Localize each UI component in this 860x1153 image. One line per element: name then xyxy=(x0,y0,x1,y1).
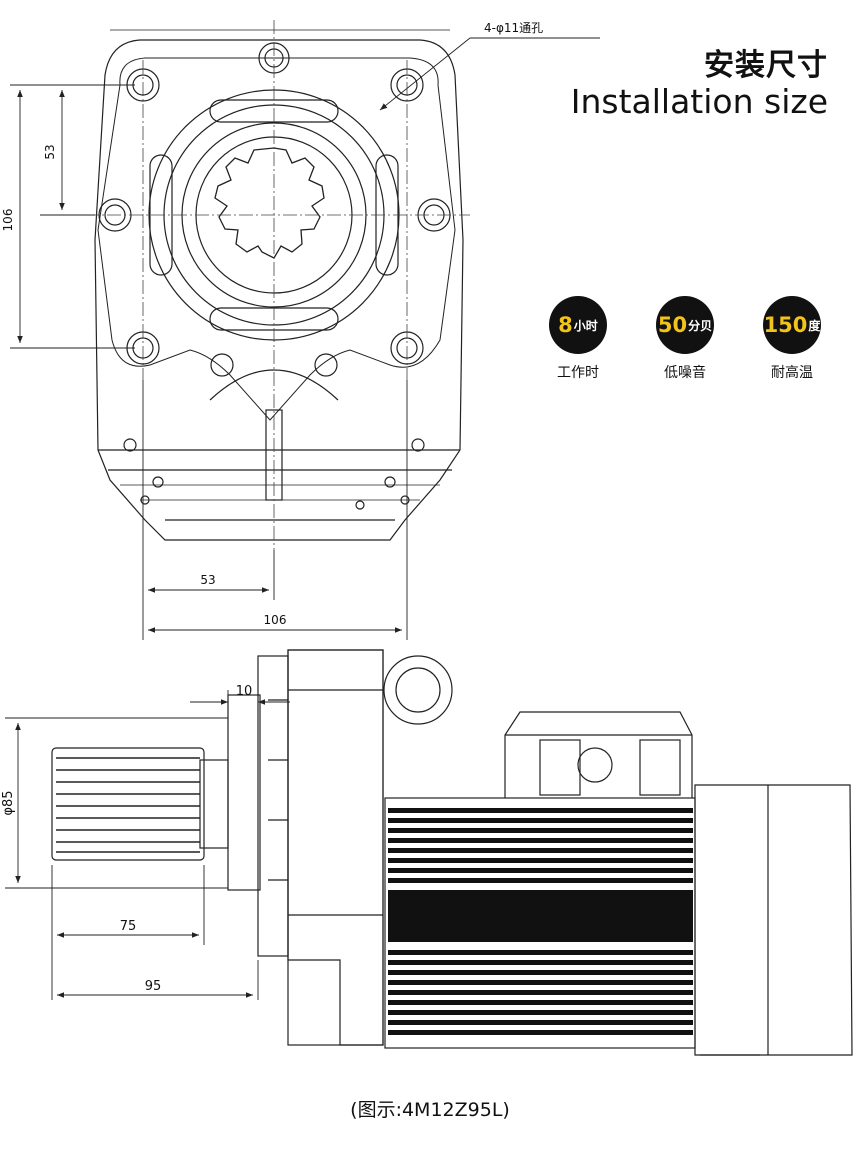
feature-label: 耐高温 xyxy=(771,365,813,381)
dim-front-vertical-full: 106 xyxy=(1,209,15,232)
title-chinese: 安装尺寸 xyxy=(704,48,828,83)
feature-value: 8 xyxy=(558,313,573,337)
title-english: Installation size xyxy=(570,82,828,121)
feature-unit: 度 xyxy=(808,318,821,333)
spline-gear xyxy=(214,147,325,259)
terminal-box xyxy=(504,711,693,798)
side-view xyxy=(51,649,853,1056)
model-caption: (图示:4M12Z95L) xyxy=(350,1099,510,1121)
output-shaft xyxy=(51,747,205,861)
feature-unit: 小时 xyxy=(573,318,598,333)
feature-label: 低噪音 xyxy=(664,365,706,381)
hole-callout xyxy=(379,37,600,111)
front-housing-outline xyxy=(94,39,464,541)
dim-side-flange: 10 xyxy=(236,684,253,699)
dim-front-horizontal-full: 106 xyxy=(264,613,287,627)
lifting-eye xyxy=(383,655,453,725)
dim-side-shaft-diameter: φ85 xyxy=(1,790,16,815)
dim-front-horizontal-half: 53 xyxy=(200,573,215,587)
motor-fins xyxy=(388,808,693,1035)
front-view xyxy=(94,29,464,541)
dim-front-vertical-half: 53 xyxy=(43,144,57,159)
feature-value: 50 xyxy=(657,313,688,337)
feature-unit: 分贝 xyxy=(688,318,713,333)
feature-label: 工作时 xyxy=(557,365,599,381)
hole-note: 4-φ11通孔 xyxy=(484,21,543,35)
fan-cover xyxy=(694,784,853,1056)
dim-side-shaft-length: 75 xyxy=(120,919,137,934)
feature-value: 150 xyxy=(763,313,808,337)
dim-side-total-length: 95 xyxy=(145,979,162,994)
